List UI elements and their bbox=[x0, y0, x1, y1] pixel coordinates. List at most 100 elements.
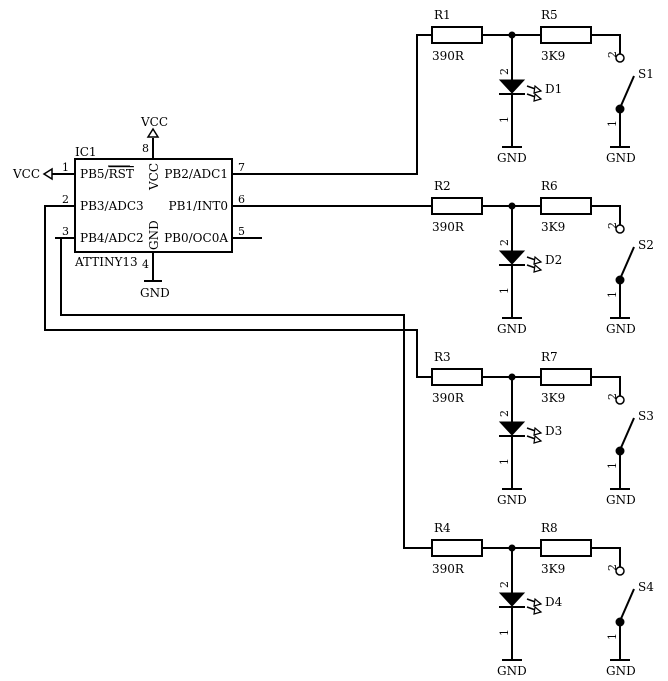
resistor-ref: R5 bbox=[541, 8, 558, 22]
light-arrow-icon bbox=[533, 597, 543, 607]
led-ref: D1 bbox=[545, 82, 562, 96]
resistor-r-pullup bbox=[540, 539, 592, 557]
resistor-value: 390R bbox=[432, 49, 465, 63]
resistor-value: 3K9 bbox=[541, 220, 565, 234]
switch-pin-bottom: 1 bbox=[606, 633, 619, 640]
gnd-switch-label: GND bbox=[606, 664, 636, 678]
switch-contact-open bbox=[615, 566, 625, 576]
light-arrow-icon bbox=[533, 434, 543, 444]
light-arrow-icon bbox=[533, 263, 543, 273]
vcc-arrow-icon bbox=[146, 127, 160, 138]
switch-pin-top: 2 bbox=[606, 222, 619, 229]
resistor-ref: R8 bbox=[541, 521, 558, 535]
resistor-value: 390R bbox=[432, 562, 465, 576]
switch-pin-bottom: 1 bbox=[606, 120, 619, 127]
resistor-r-pullup bbox=[540, 368, 592, 386]
gnd-led-label: GND bbox=[497, 493, 527, 507]
ic-part: ATTINY13 bbox=[74, 255, 138, 269]
resistor-r-series bbox=[431, 26, 483, 44]
switch-pin-top: 2 bbox=[606, 51, 619, 58]
led-ref: D3 bbox=[545, 424, 562, 438]
pin-num-1: 1 bbox=[62, 161, 69, 174]
gnd-ic-label: GND bbox=[140, 286, 170, 300]
resistor-r-series bbox=[431, 197, 483, 215]
switch-ref: S4 bbox=[638, 580, 654, 594]
pin-name-pb4: PB4/ADC2 bbox=[80, 231, 144, 245]
routing-wires bbox=[44, 34, 432, 549]
led-pin-bottom: 1 bbox=[498, 116, 511, 123]
led-triangle-icon bbox=[498, 250, 526, 265]
ic-body bbox=[74, 158, 233, 253]
resistor-ref: R7 bbox=[541, 350, 558, 364]
gnd-led-label: GND bbox=[497, 322, 527, 336]
pin-num-8: 8 bbox=[142, 142, 149, 155]
resistor-r-series bbox=[431, 368, 483, 386]
pin-name-pb2: PB2/ADC1 bbox=[164, 167, 228, 181]
pin-name-pb5: PB5/RST bbox=[80, 167, 134, 181]
pin-name-pb0: PB0/OC0A bbox=[164, 231, 228, 245]
switch-lever bbox=[619, 588, 635, 622]
led-ref: D4 bbox=[545, 595, 563, 609]
resistor-r-pullup bbox=[540, 26, 592, 44]
switch-contact-open bbox=[615, 53, 625, 63]
resistor-value: 390R bbox=[432, 391, 465, 405]
switch-lever bbox=[619, 417, 635, 451]
switch-pin-top: 2 bbox=[606, 564, 619, 571]
pin-num-4: 4 bbox=[142, 258, 149, 271]
pin-num-3: 3 bbox=[62, 225, 69, 238]
switch-contact-closed bbox=[615, 446, 625, 456]
pin-num-6: 6 bbox=[238, 193, 245, 206]
ic-ref: IC1 bbox=[75, 145, 97, 159]
pin-num-2: 2 bbox=[62, 193, 69, 206]
light-arrow-icon bbox=[533, 255, 543, 265]
gnd-switch-label: GND bbox=[606, 151, 636, 165]
switch-ref: S2 bbox=[638, 238, 654, 252]
led-triangle-icon bbox=[498, 79, 526, 94]
gnd-led-label: GND bbox=[497, 151, 527, 165]
vcc-left-arrow-icon bbox=[42, 167, 53, 181]
led-triangle-icon bbox=[498, 421, 526, 436]
resistor-value: 3K9 bbox=[541, 391, 565, 405]
switch-ref: S1 bbox=[638, 67, 654, 81]
channels: R1390RR53K9D121GNDS121GNDR2390RR63K9D221… bbox=[431, 8, 654, 678]
led-pin-top: 2 bbox=[498, 68, 511, 75]
switch-ref: S3 bbox=[638, 409, 654, 423]
light-arrow-icon bbox=[533, 426, 543, 436]
light-arrow-icon bbox=[533, 92, 543, 102]
switch-lever bbox=[619, 75, 635, 109]
light-arrow-icon bbox=[533, 84, 543, 94]
switch-contact-closed bbox=[615, 104, 625, 114]
resistor-ref: R2 bbox=[434, 179, 451, 193]
gnd-switch-label: GND bbox=[606, 322, 636, 336]
pin-name-gnd: GND bbox=[147, 220, 161, 250]
led-pin-bottom: 1 bbox=[498, 287, 511, 294]
led-pin-bottom: 1 bbox=[498, 458, 511, 465]
led-pin-top: 2 bbox=[498, 581, 511, 588]
switch-contact-open bbox=[615, 395, 625, 405]
resistor-r-pullup bbox=[540, 197, 592, 215]
led-pin-bottom: 1 bbox=[498, 629, 511, 636]
pin-name-pb1: PB1/INT0 bbox=[169, 199, 228, 213]
vcc-top-label: VCC bbox=[140, 115, 168, 129]
pin-name-vcc: VCC bbox=[147, 163, 161, 191]
resistor-ref: R4 bbox=[434, 521, 451, 535]
light-arrow-icon bbox=[533, 605, 543, 615]
led-pin-top: 2 bbox=[498, 239, 511, 246]
resistor-ref: R6 bbox=[541, 179, 558, 193]
switch-pin-bottom: 1 bbox=[606, 291, 619, 298]
switch-pin-top: 2 bbox=[606, 393, 619, 400]
gnd-led-label: GND bbox=[497, 664, 527, 678]
led-ref: D2 bbox=[545, 253, 562, 267]
led-triangle-icon bbox=[498, 592, 526, 607]
resistor-ref: R3 bbox=[434, 350, 451, 364]
resistor-r-series bbox=[431, 539, 483, 557]
vcc-left-label: VCC bbox=[12, 167, 40, 181]
resistor-value: 3K9 bbox=[541, 562, 565, 576]
switch-lever bbox=[619, 246, 635, 280]
switch-contact-open bbox=[615, 224, 625, 234]
